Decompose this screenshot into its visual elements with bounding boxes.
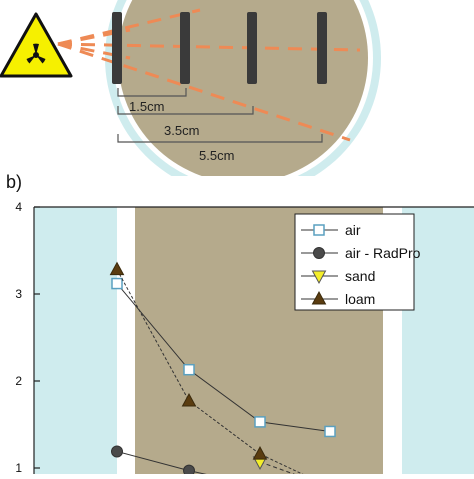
data-point: [183, 363, 195, 376]
series-loam: [109, 261, 304, 474]
setup-diagram: 1.5cm 3.5cm 5.5cm: [0, 0, 381, 176]
beam-center: [57, 42, 361, 52]
legend-marker: [313, 224, 325, 236]
data-point: [181, 392, 197, 407]
detector-2: [180, 12, 190, 84]
legend-label: loam: [345, 291, 375, 307]
series-air: [111, 277, 336, 438]
legend-marker: [311, 270, 327, 285]
legend: air air - RadPro sand loam: [294, 213, 421, 311]
radiation-hazard-icon: [0, 12, 73, 78]
detector-3: [247, 12, 257, 84]
legend-label: air: [345, 222, 361, 238]
legend-marker: [311, 290, 327, 305]
series-layer: [109, 261, 336, 474]
data-point: [254, 416, 266, 428]
detector-4: [317, 12, 327, 84]
dimension-label-1: 1.5cm: [129, 99, 164, 114]
y-tick-label: 2: [15, 374, 22, 388]
y-tick-label: 3: [15, 287, 22, 301]
legend-label: air - RadPro: [345, 245, 421, 261]
beam-short-down: [57, 42, 131, 60]
data-point: [111, 277, 123, 290]
data-point: [109, 261, 125, 276]
y-tick-label: 4: [15, 200, 22, 214]
panel-b-label: b): [6, 172, 22, 192]
beam-short-up: [57, 28, 131, 46]
legend-label: sand: [345, 268, 375, 284]
series-air-radpro: [111, 445, 207, 474]
y-tick-label: 1: [15, 461, 22, 474]
dimension-label-2: 3.5cm: [164, 123, 199, 138]
data-point: [252, 446, 268, 460]
water-band-left: [34, 207, 117, 474]
chart: 1 2 3 4 air air - RadPro sand loam: [15, 200, 474, 475]
data-point: [111, 445, 123, 458]
y-axis-ticks: 1 2 3 4: [15, 200, 40, 475]
series-line: [116, 283, 331, 432]
beam-lower: [57, 42, 351, 142]
distance-brackets: [117, 88, 323, 143]
radiation-beams: [57, 8, 361, 142]
series-line: [116, 269, 304, 474]
data-point: [183, 464, 195, 474]
detector-1: [112, 12, 122, 84]
dimension-label-3: 5.5cm: [199, 148, 234, 163]
data-point: [324, 425, 336, 438]
legend-marker: [313, 247, 325, 259]
